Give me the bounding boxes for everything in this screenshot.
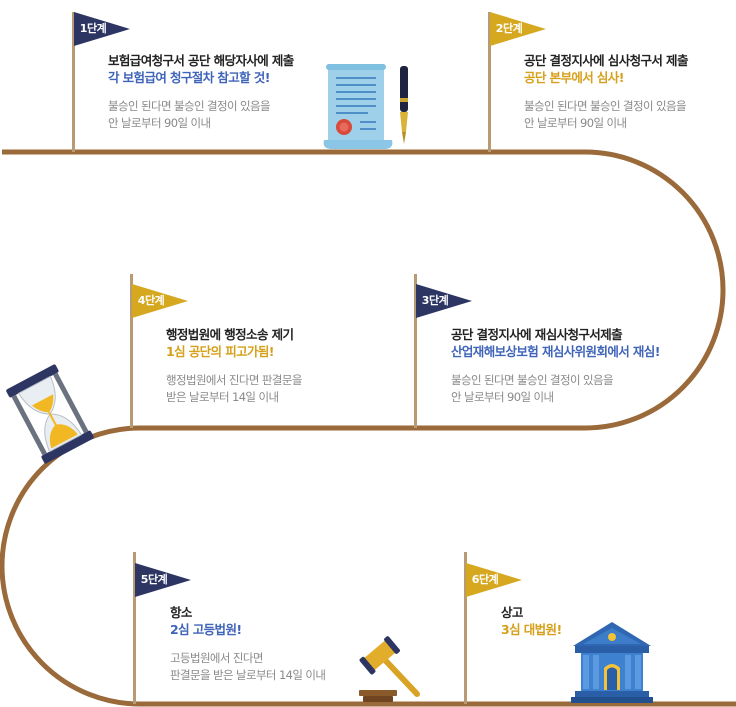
step-3-description: 불승인 된다면 불승인 결정이 있음을 안 날로부터 90일 이내 xyxy=(451,372,660,406)
hourglass-icon xyxy=(6,364,94,464)
step-6-flag-pole xyxy=(464,552,467,704)
step-1-text: 보험급여청구서 공단 해당자사에 제출 각 보험급여 청구절차 참고할 것! 불… xyxy=(108,52,294,132)
step-1-flag-pole xyxy=(72,12,75,152)
step-4-label: 4단계 xyxy=(137,294,165,307)
step-2-highlight: 공단 본부에서 심사! xyxy=(524,70,624,85)
courthouse-icon xyxy=(571,622,653,703)
step-2-label: 2단계 xyxy=(495,22,523,35)
step-6-title: 상고 xyxy=(501,605,523,620)
step-1-desc-line-1: 불승인 된다면 불승인 결정이 있음을 xyxy=(108,99,271,113)
step-4-desc-line-2: 받은 날로부터 14일 이내 xyxy=(166,390,279,404)
step-4-title: 행정법원에 행정소송 제기 xyxy=(166,327,294,342)
step-1-label: 1단계 xyxy=(79,22,107,35)
step-6-highlight: 3심 대법원! xyxy=(501,622,562,637)
step-5-highlight: 2심 고등법원! xyxy=(170,622,242,637)
step-6-text: 상고 3심 대법원! xyxy=(501,604,562,638)
gavel-icon xyxy=(359,636,420,702)
step-4-text: 행정법원에 행정소송 제기 1심 공단의 피고가됨! 행정법원에서 진다면 판결… xyxy=(166,326,302,406)
step-4-desc-line-1: 행정법원에서 진다면 판결문을 xyxy=(166,373,302,387)
step-4-flag: 4단계 xyxy=(132,284,188,318)
step-3-flag: 3단계 xyxy=(416,284,472,318)
step-1-highlight: 각 보험급여 청구절차 참고할 것! xyxy=(108,70,270,85)
step-2-flag: 2단계 xyxy=(490,12,546,46)
step-1-description: 불승인 된다면 불승인 결정이 있음을 안 날로부터 90일 이내 xyxy=(108,98,294,132)
step-2-flag-pole xyxy=(488,12,491,152)
step-4-flag-pole xyxy=(130,274,133,428)
step-3-label: 3단계 xyxy=(421,294,449,307)
step-6-flag: 6단계 xyxy=(466,563,522,597)
step-3-desc-line-2: 안 날로부터 90일 이내 xyxy=(451,390,554,404)
step-2-desc-line-1: 불승인 된다면 불승인 결정이 있음을 xyxy=(524,99,687,113)
step-5-flag: 5단계 xyxy=(135,563,191,597)
step-6-label: 6단계 xyxy=(471,573,499,586)
step-2-desc-line-2: 안 날로부터 90일 이내 xyxy=(524,116,627,130)
step-5-desc-line-1: 고등법원에서 진다면 xyxy=(170,651,263,665)
step-3-text: 공단 결정지사에 재심사청구서제출 산업재해보상보험 재심사위원회에서 재심! … xyxy=(451,326,660,406)
step-5-description: 고등법원에서 진다면 판결문을 받은 날로부터 14일 이내 xyxy=(170,650,326,684)
step-1-flag: 1단계 xyxy=(74,12,130,46)
step-5-label: 5단계 xyxy=(140,573,168,586)
step-3-title: 공단 결정지사에 재심사청구서제출 xyxy=(451,327,623,342)
step-1-desc-line-2: 안 날로부터 90일 이내 xyxy=(108,116,211,130)
step-5-flag-pole xyxy=(133,552,136,704)
step-4-description: 행정법원에서 진다면 판결문을 받은 날로부터 14일 이내 xyxy=(166,372,302,406)
step-1-title: 보험급여청구서 공단 해당자사에 제출 xyxy=(108,53,294,68)
step-5-text: 항소 2심 고등법원! 고등법원에서 진다면 판결문을 받은 날로부터 14일 … xyxy=(170,604,326,684)
step-2-title: 공단 결정지사에 심사청구서 제출 xyxy=(524,53,688,68)
step-4-highlight: 1심 공단의 피고가됨! xyxy=(166,344,275,359)
document-pen-icon xyxy=(323,64,408,149)
step-5-desc-line-2: 판결문을 받은 날로부터 14일 이내 xyxy=(170,668,326,682)
step-5-title: 항소 xyxy=(170,605,192,620)
step-2-text: 공단 결정지사에 심사청구서 제출 공단 본부에서 심사! 불승인 된다면 불승… xyxy=(524,52,688,132)
step-3-flag-pole xyxy=(414,274,417,428)
step-3-desc-line-1: 불승인 된다면 불승인 결정이 있음을 xyxy=(451,373,614,387)
step-2-description: 불승인 된다면 불승인 결정이 있음을 안 날로부터 90일 이내 xyxy=(524,98,688,132)
step-3-highlight: 산업재해보상보험 재심사위원회에서 재심! xyxy=(451,344,660,359)
